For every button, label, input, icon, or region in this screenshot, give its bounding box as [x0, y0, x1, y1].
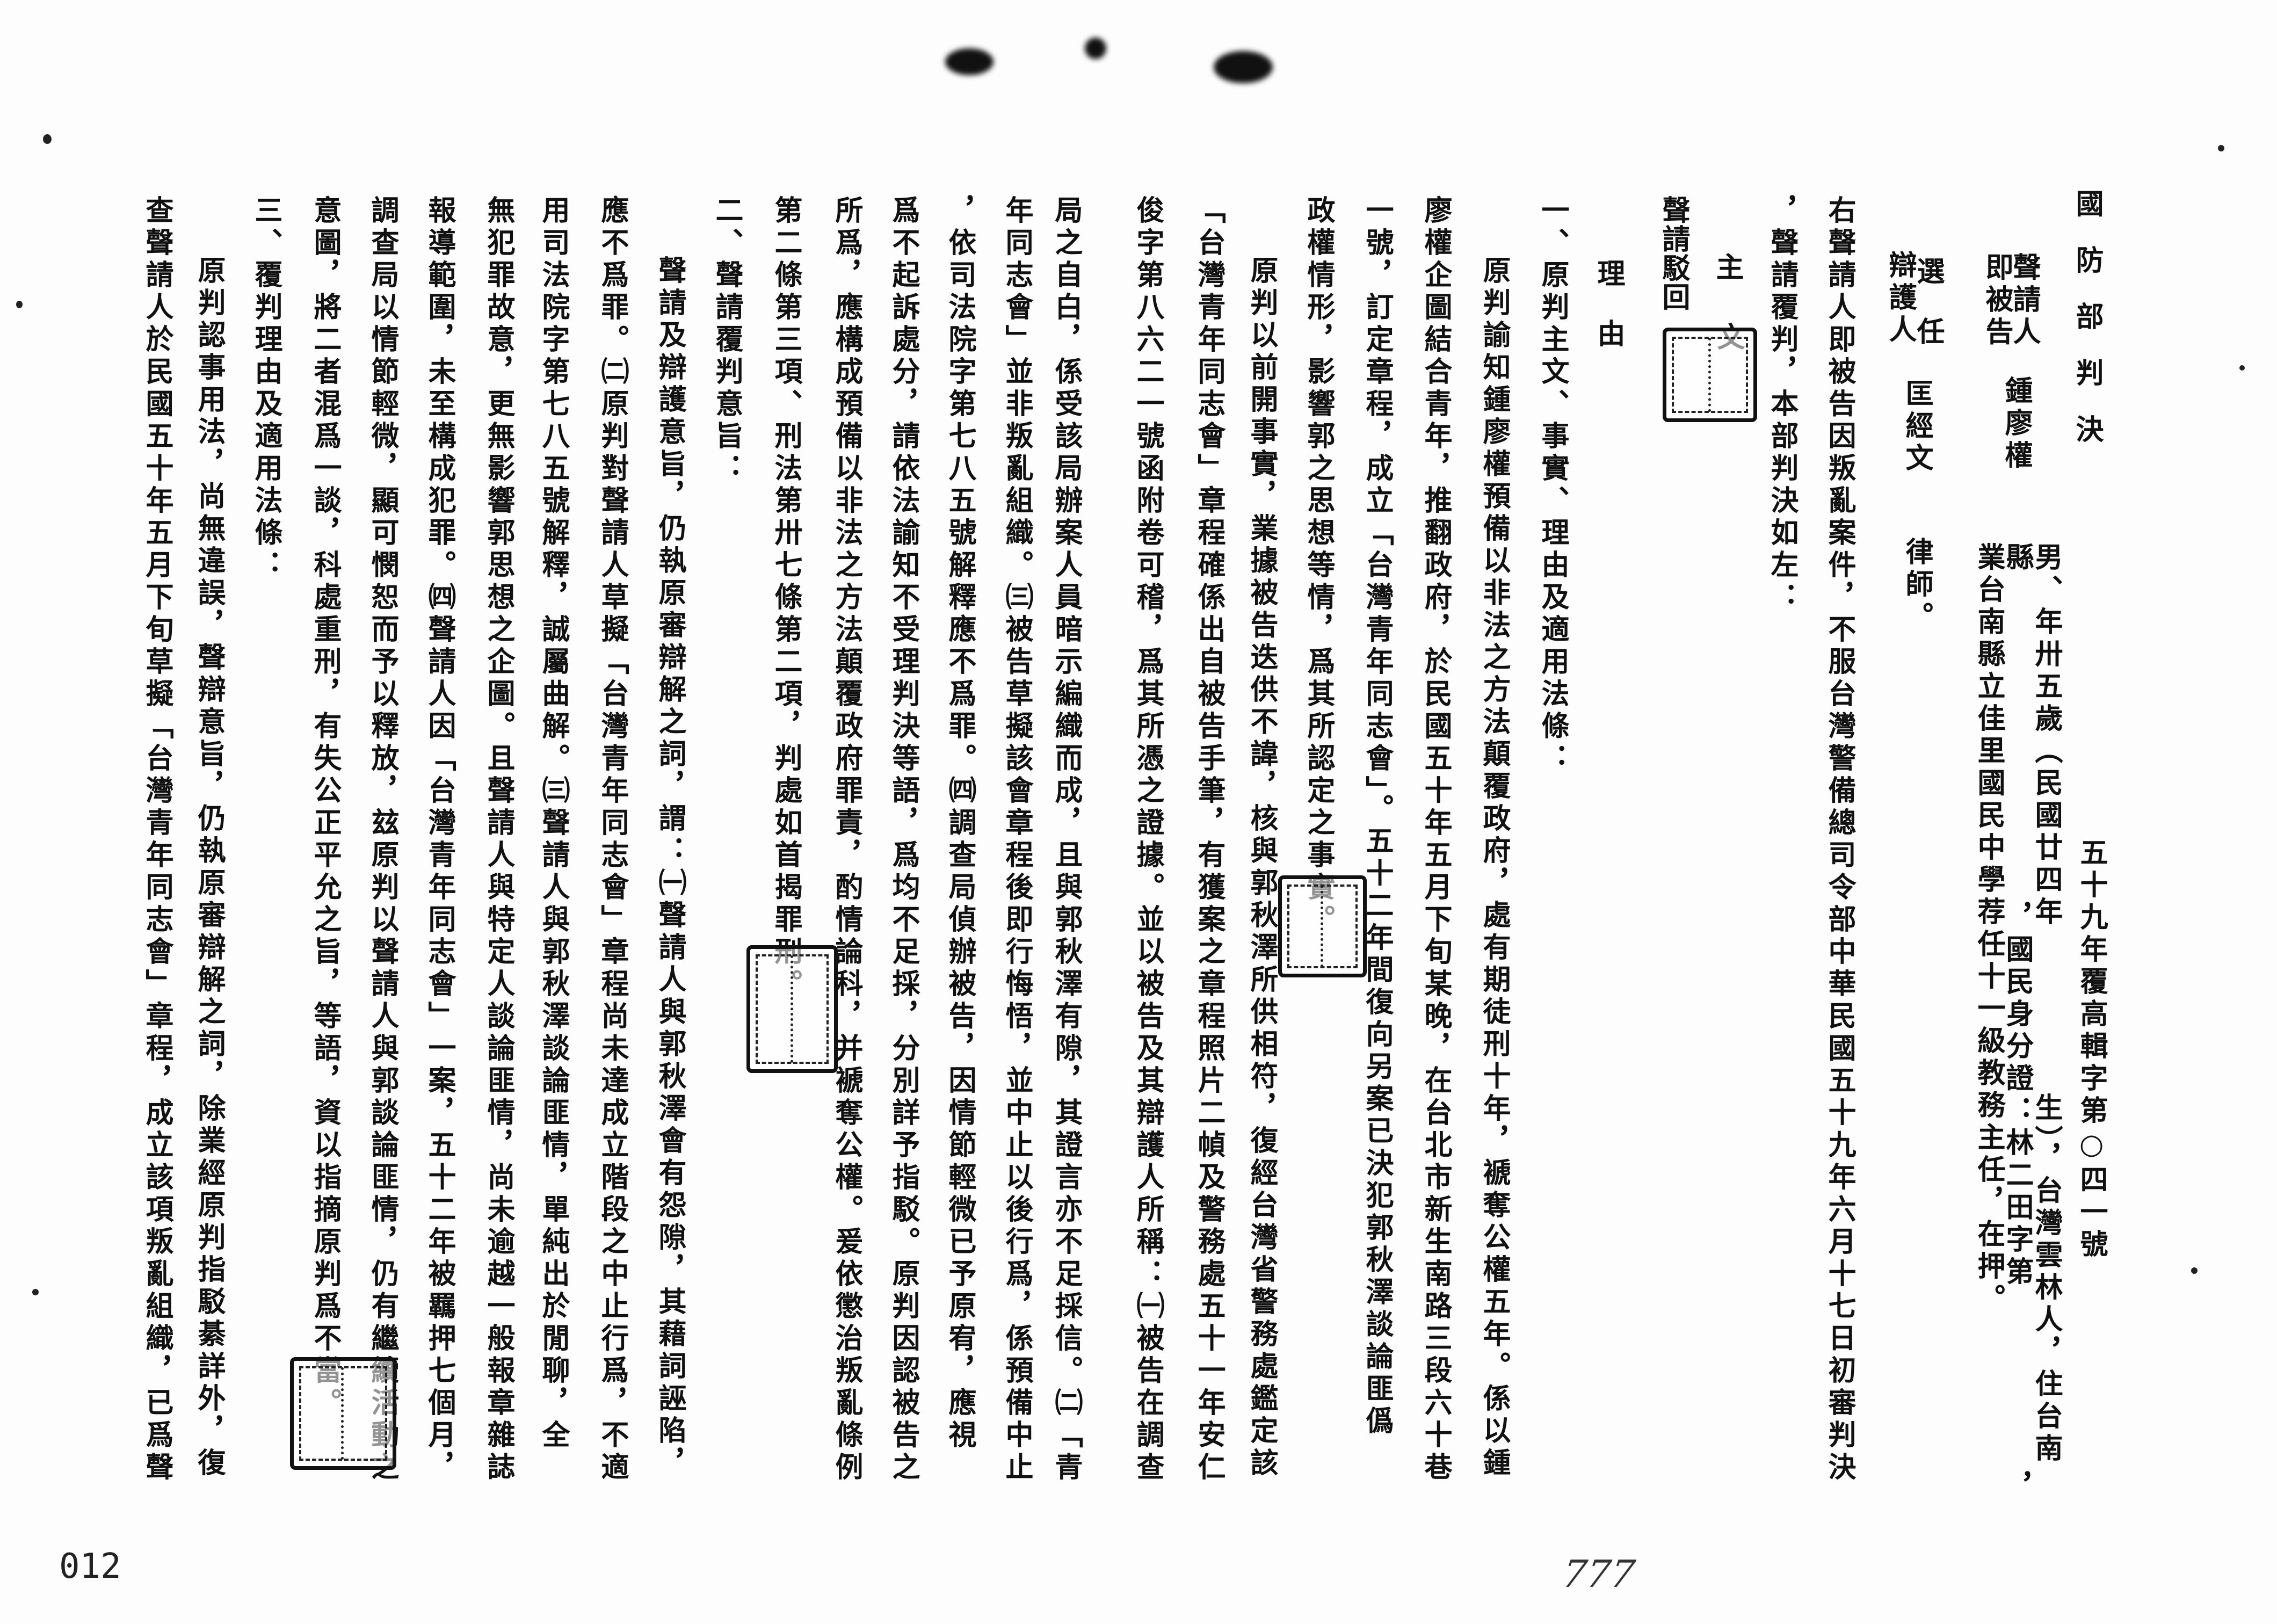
applicant-info-line: 生），台灣雲林人，住台南 — [2030, 1093, 2063, 1466]
applicant-label: 聲請人 — [2008, 252, 2041, 349]
applicant-info-line: 縣 — [2001, 542, 2034, 575]
counsel-label-defender: 辯護人 — [1884, 250, 1917, 347]
scan-smudge — [1214, 51, 1273, 83]
body-text-column: 爲不起訴處分，請依法諭知不受理判決等語，爲均不足採，分別詳予指駁。原判因認被告之 — [887, 195, 920, 1484]
body-text-column: 意圖，將二者混爲一談，科處重刑，有失公正平允之旨，等語，資以指摘原判爲不當。 — [309, 195, 342, 1420]
section-heading: 二、聲請覆判意旨： — [710, 195, 743, 485]
body-text-column: 政權情形，影響郭之思想等情，爲其所認定之事實。 — [1302, 195, 1335, 937]
preamble-line: 右聲請人即被告因叛亂案件，不服台灣警備總司令部中華民國五十九年六月十七日初審判決 — [1823, 195, 1856, 1484]
official-seal — [290, 1357, 396, 1470]
scan-speck — [2239, 365, 2245, 371]
body-text-column: 所爲，應構成預備以非法之方法顛覆政府罪責，酌情論科，并褫奪公權。爰依懲治叛亂條例 — [830, 195, 863, 1484]
body-text-column: 原判諭知鍾廖權預備以非法之方法顛覆政府，處有期徒刑十年，褫奪公權五年。係以鍾 — [1478, 256, 1511, 1480]
scan-smudge — [945, 48, 994, 75]
applicant-info-line: ， — [2001, 1471, 2034, 1504]
body-text-column: 調查局以情節輕微，顯可憫恕而予以釋放，玆原判以聲請人與郭談論匪情，仍有繼續活動之 — [366, 195, 399, 1484]
body-text-column: 一號，訂定章程，成立「台灣青年同志會」。五十二年間復向另案已決犯郭秋澤談論匪僞 — [1361, 195, 1394, 1438]
counsel-name: 匡經文 — [1901, 379, 1933, 475]
main-text-heading: 主 — [1711, 252, 1744, 285]
case-number: 五十九年覆高輯字第○四一號 — [2075, 838, 2108, 1262]
official-seal — [1663, 328, 1757, 422]
body-text-column: 年同志會」並非叛亂組織。㈢被告草擬該會章程後即行悔悟，並中止以後行爲，係預備中止 — [1000, 195, 1033, 1484]
applicant-info-line: 男、年卅五歲（民國廿四年 — [2030, 542, 2063, 929]
section-heading: 三、覆判理由及適用法條： — [250, 195, 282, 582]
body-text-column: 應不爲罪。㈡原判對聲請人草擬「台灣青年同志會」章程尚未達成立階段之中止行爲，不適 — [596, 195, 629, 1484]
body-text-column: 廖權企圖結合青年，推翻政府，於民國五十年五月下旬某晚，在台北市新生南路三段六十巷 — [1419, 195, 1452, 1484]
reasons-heading: 理 — [1592, 259, 1625, 291]
scan-speck — [32, 1289, 39, 1295]
handwritten-mark: 777 — [1560, 1552, 1638, 1596]
body-text-column: 聲請及辯護意旨，仍執原審辯解之詞，謂：㈠聲請人與郭秋澤會有怨隙，其藉詞誣陷， — [654, 256, 686, 1480]
applicant-info-line: ，國民身分證：林二田字第 — [2001, 902, 2034, 1289]
body-text-column: 查聲請人於民國五十年五月下旬草擬「台灣青年同志會」章程，成立該項叛亂組織，已爲聲 — [141, 195, 173, 1484]
scan-speck — [16, 301, 23, 308]
ruling-text: 聲請駁回 — [1657, 195, 1690, 311]
official-seal — [746, 945, 838, 1073]
applicant-label-defendant: 即被告 — [1981, 252, 2013, 349]
scan-speck — [2191, 1267, 2198, 1274]
body-text-column: 報導範圍，未至構成犯罪。㈣聲請人因「台灣青年同志會」一案，五十二年被羈押七個月， — [423, 195, 456, 1484]
document-title: 國防部判決 — [2071, 189, 2104, 471]
reasons-heading: 由 — [1592, 319, 1625, 351]
scan-smudge — [1085, 38, 1106, 59]
body-text-column: ，依司法院字第七八五號解釋應不爲罪。㈣調查局偵辦被告，因情節輕微已予原宥，應視 — [944, 195, 976, 1452]
scan-speck — [2218, 145, 2224, 151]
official-seal — [1278, 875, 1367, 977]
counsel-title: 律師。 — [1901, 537, 1933, 634]
section-heading: 一、原判主文、事實、理由及適用法條： — [1536, 195, 1569, 775]
body-text-column: 用司法院字第七八五號解釋，誠屬曲解。㈢聲請人與郭秋澤談論匪情，單純出於閒聊，全 — [537, 195, 570, 1452]
body-text-column: 局之自白，係受該局辦案人員暗示編織而成，且與郭秋澤有隙，其證言亦不足採信。㈡「青 — [1050, 195, 1083, 1484]
preamble-line: ，聲請覆判，本部判決如左： — [1766, 195, 1799, 614]
scan-speck — [43, 134, 52, 144]
body-text-column: 原判認事用法，尚無違誤，聲辯意旨，仍執原審辯解之詞，除業經原判指駁綦詳外，復 — [193, 256, 226, 1480]
body-text-column: 「台灣青年同志會」章程確係出自被告手筆，有獲案之章程照片二幀及警務處五十一年安仁 — [1193, 195, 1225, 1484]
counsel-label: 選任 — [1912, 257, 1945, 377]
body-text-column: 第二條第三項、刑法第卅七條第二項，判處如首揭罪刑。 — [770, 195, 802, 1001]
body-text-column: 俊字第八六二一號函附卷可稽，爲其所憑之證據。並以被告及其辯護人所稱：㈠被告在調查 — [1132, 195, 1164, 1484]
applicant-name: 鍾廖權 — [2000, 376, 2033, 473]
page-number: 012 — [59, 1547, 121, 1586]
body-text-column: 原判以前開事實，業據被告迭供不諱，核與郭秋澤所供相符，復經台灣省警務處鑑定該 — [1245, 256, 1278, 1480]
applicant-occupation: 業台南縣立佳里國民中學荐任十一級教務主任，在押。 — [1973, 542, 2005, 1316]
body-text-column: 無犯罪故意，更無影響郭思想之企圖。且聲請人與特定人談論匪情，尚未逾越一般報章雜誌 — [482, 195, 515, 1484]
